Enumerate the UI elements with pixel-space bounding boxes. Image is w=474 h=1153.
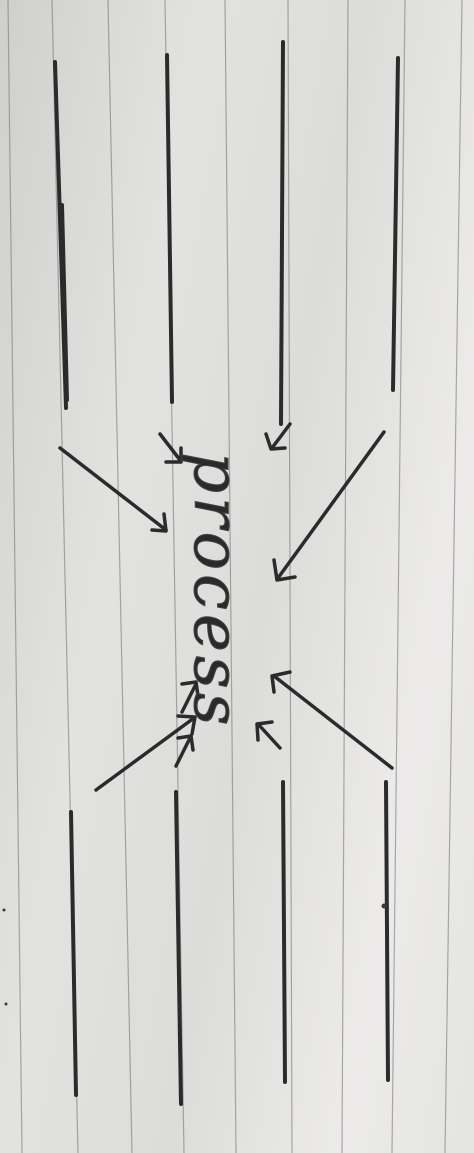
arrow <box>255 720 282 750</box>
top-stroke <box>391 56 400 392</box>
top-stroke <box>165 53 174 404</box>
arrow <box>270 670 394 770</box>
ruled-line <box>224 0 237 1153</box>
bottom-stroke <box>384 780 390 1082</box>
ink-dot <box>4 1002 8 1006</box>
ruled-line <box>391 0 406 1153</box>
arrow <box>180 680 200 714</box>
arrow <box>94 714 197 792</box>
bottom-stroke <box>281 780 287 1084</box>
arrow <box>174 734 195 768</box>
arrow <box>158 432 183 464</box>
ink-dot <box>2 908 6 912</box>
ink-dot <box>381 903 387 909</box>
ruled-line <box>341 0 349 1153</box>
top-stroke <box>60 203 69 402</box>
bottom-stroke <box>69 810 78 1097</box>
arrow <box>272 430 386 582</box>
ruled-line <box>107 0 133 1153</box>
arrow <box>264 422 292 451</box>
bottom-stroke <box>174 790 183 1106</box>
top-stroke <box>279 40 285 426</box>
handwritten-word: process <box>179 452 254 731</box>
top-strokes <box>53 40 400 426</box>
bottom-strokes <box>69 780 390 1106</box>
ruled-line <box>7 0 23 1153</box>
word-process: process <box>179 452 253 730</box>
paper-specks <box>2 903 387 1006</box>
arrows <box>58 422 394 792</box>
ruled-line <box>444 0 463 1153</box>
arrow <box>58 446 168 533</box>
